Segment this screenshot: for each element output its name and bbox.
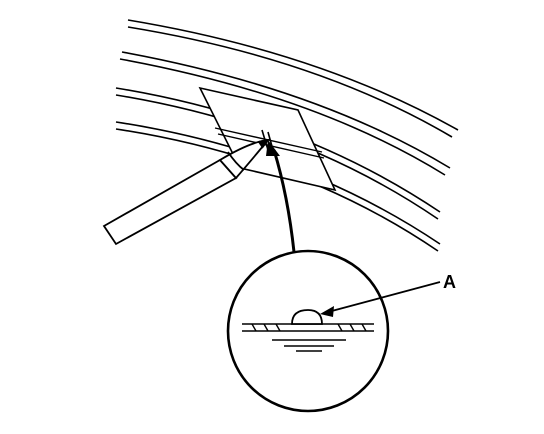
raised-bump-on-surface xyxy=(291,309,323,325)
surface-layers xyxy=(242,323,374,352)
upper-panel-strip xyxy=(127,19,459,138)
middle-panel-strip xyxy=(119,51,451,176)
callout-label-a: A xyxy=(443,272,456,292)
leader-arrow-to-seam xyxy=(266,140,296,253)
pointed-scribe-tool xyxy=(102,138,271,246)
callout-a-leader xyxy=(320,281,441,317)
magnified-detail-circle xyxy=(226,249,390,413)
